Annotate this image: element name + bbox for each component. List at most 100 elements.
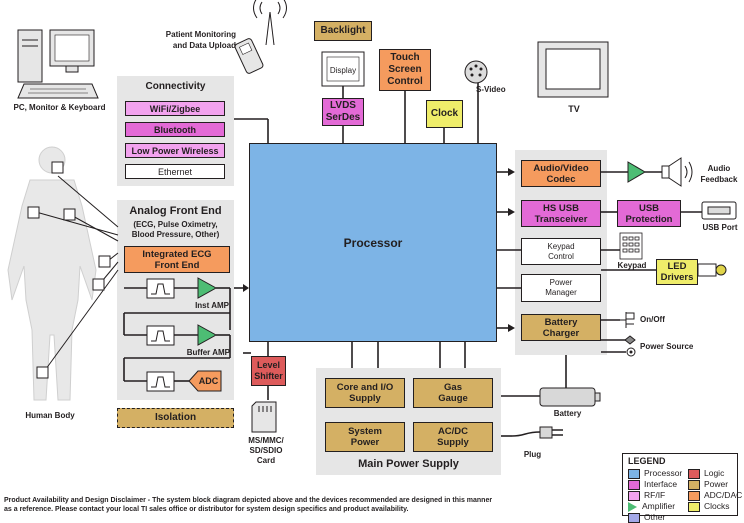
legend-item: Processor <box>628 468 682 479</box>
phone-icon <box>234 38 264 74</box>
inst-amp-label: Inst AMP <box>195 301 229 310</box>
battery-icon <box>539 387 601 407</box>
system-power-label: System Power <box>348 426 382 448</box>
svideo-connector-icon <box>464 60 488 84</box>
display-label: Display <box>329 66 357 75</box>
level-shifter-label: Level Shifter <box>254 360 283 381</box>
usb-port-label: USB Port <box>702 223 738 232</box>
integrated-ecg-label: Integrated ECG Front End <box>142 248 212 271</box>
usb-protection-block: USB Protection <box>617 200 681 227</box>
human-body-label: Human Body <box>25 411 75 420</box>
legend-item: Power <box>688 479 728 490</box>
buffer-amp-label: Buffer AMP <box>186 348 230 357</box>
connectivity-title: Connectivity <box>145 81 206 92</box>
acdc-supply-label: AC/DC Supply <box>437 426 469 448</box>
lvds-serdes-label: LVDS SerDes <box>325 100 361 123</box>
legend-title: LEGEND <box>628 456 666 466</box>
clock-block: Clock <box>426 100 463 128</box>
plug-label: Plug <box>523 450 542 459</box>
bluetooth-block: Bluetooth <box>125 122 225 137</box>
level-shifter-block: Level Shifter <box>251 356 286 386</box>
legend-swatch <box>628 501 637 512</box>
core-io-supply-block: Core and I/O Supply <box>325 378 405 408</box>
touch-screen-control-label: Touch Screen Control <box>387 52 423 87</box>
tv-label: TV <box>568 104 580 114</box>
keypad-label: Keypad <box>617 261 647 270</box>
processor-block: Processor <box>249 143 497 342</box>
sd-card-label: MS/MMC/ SD/SDIO Card <box>248 436 284 465</box>
inst-amp-triangle <box>197 277 218 299</box>
speaker-icon <box>661 157 682 187</box>
battery-label: Battery <box>553 409 582 418</box>
lvds-serdes-block: LVDS SerDes <box>322 98 364 126</box>
core-io-supply-label: Core and I/O Supply <box>336 382 394 404</box>
audio-amp-triangle <box>627 161 646 183</box>
main-power-supply-title: Main Power Supply <box>358 458 459 470</box>
legend-label: Amplifier <box>642 501 676 511</box>
legend-item: Logic <box>688 468 724 479</box>
legend-swatch <box>628 468 640 479</box>
ethernet-block: Ethernet <box>125 164 225 179</box>
led-drivers-block: LED Drivers <box>656 259 698 285</box>
keypad-icon <box>619 232 643 260</box>
integrated-ecg-block: Integrated ECG Front End <box>124 246 230 273</box>
legend-item: RF/IF <box>628 490 665 501</box>
av-codec-label: Audio/Video Codec <box>533 162 589 185</box>
av-codec-block: Audio/Video Codec <box>521 160 601 187</box>
pc-icon <box>17 29 99 99</box>
plug-icon <box>511 426 563 439</box>
legend-swatch <box>628 479 640 490</box>
legend-swatch <box>688 501 700 512</box>
patient-monitoring-label: Patient Monitoring and Data Upload <box>165 30 236 50</box>
usb-port-icon <box>701 201 737 220</box>
power-source-icon <box>624 335 636 345</box>
legend-label: Clocks <box>704 501 730 511</box>
legend-swatch <box>628 512 640 523</box>
legend-label: ADC/DAC <box>704 490 743 500</box>
afe-subtitle: (ECG, Pulse Oximetry, Blood Pressure, Ot… <box>131 220 220 239</box>
system-power-block: System Power <box>325 422 405 452</box>
display-icon <box>321 51 365 87</box>
legend-swatch <box>688 468 700 479</box>
legend-item: Interface <box>628 479 677 490</box>
touch-screen-control-block: Touch Screen Control <box>379 49 431 91</box>
hs-usb-label: HS USB Transceiver <box>534 202 588 225</box>
tv-icon <box>537 41 609 98</box>
afe-title: Analog Front End <box>129 205 222 217</box>
hs-usb-block: HS USB Transceiver <box>521 200 601 227</box>
power-manager-block: Power Manager <box>521 274 601 302</box>
legend-swatch <box>688 490 700 501</box>
legend-swatch <box>688 479 700 490</box>
isolation-block: Isolation <box>117 408 234 428</box>
switch-icon <box>620 312 635 328</box>
gas-gauge-label: Gas Gauge <box>438 382 468 404</box>
usb-protection-label: USB Protection <box>625 202 673 225</box>
battery-charger-label: Battery Charger <box>542 316 580 339</box>
afe-panel <box>117 200 234 400</box>
keypad-control-block: Keypad Control <box>521 238 601 265</box>
led-drivers-label: LED Drivers <box>660 261 694 283</box>
legend-item: Clocks <box>688 501 730 512</box>
electrode-pads <box>27 161 111 379</box>
human-body-figure <box>7 146 97 401</box>
legend-item: Other <box>628 512 665 523</box>
low-power-wireless-block: Low Power Wireless <box>125 143 225 158</box>
legend-label: Processor <box>644 468 683 478</box>
legend-swatch <box>628 490 640 501</box>
legend-item: Amplifier <box>628 501 675 512</box>
adc-shape <box>188 370 222 392</box>
acdc-supply-block: AC/DC Supply <box>413 422 493 452</box>
on-off-label: On/Off <box>640 315 665 324</box>
battery-charger-block: Battery Charger <box>521 314 601 341</box>
pc-label: PC, Monitor & Keyboard <box>13 103 106 112</box>
legend-item: ADC/DAC <box>688 490 742 501</box>
backlight-block: Backlight <box>314 21 372 41</box>
legend-label: Other <box>644 512 666 522</box>
electrode-leads <box>35 175 119 374</box>
legend-label: Logic <box>704 468 725 478</box>
legend-label: RF/IF <box>644 490 666 500</box>
sd-card-icon <box>251 401 277 433</box>
led-icon <box>697 263 727 277</box>
